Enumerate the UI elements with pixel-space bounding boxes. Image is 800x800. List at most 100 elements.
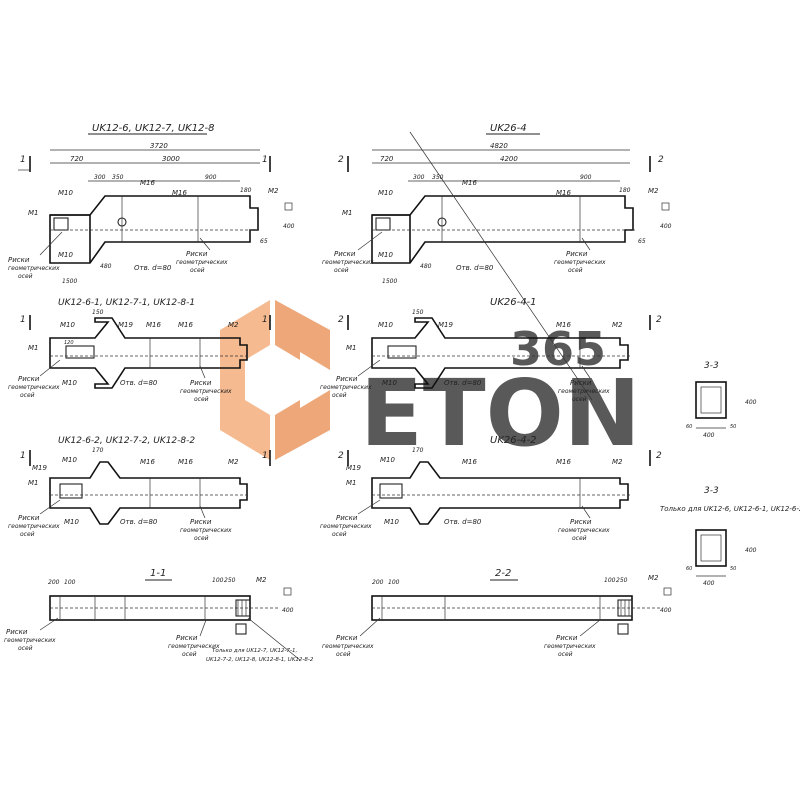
lbl-riski-11: Риски [6,628,28,636]
title-uk12-6: UK12-6, UK12-7, UK12-8 [92,123,214,134]
dim-3000: 3000 [162,155,180,163]
mark-2-a: 2 [338,315,344,325]
dim-720: 720 [70,155,84,163]
mark-1-c: 1 [20,451,26,461]
lbl-m2-22: M2 [648,574,659,582]
label-m10-top-r: M10 [378,189,393,197]
dim-200-22: 200 [372,579,384,586]
lbl-m16-d: M16 [178,321,193,329]
label-riski-2: Риски [186,250,208,258]
view-uk26-4: UK26-4 4820 720 4200 300 350 900 180 2 2… [322,123,672,401]
label-osei-r2: осей [568,267,583,274]
dim-50-33b: 50 [730,566,736,572]
view-uk26-4-1: UK26-4-1 2 2 M10 150 M19 M16 M2 M1 M10 О… [320,297,662,403]
lbl-riski-11b: Риски [176,634,198,642]
lbl-geom-d: геометрических [8,523,60,530]
label-m16-r-b: M16 [556,189,571,197]
section-mark-1-left: 1 [20,155,26,165]
dim-400-r: 400 [660,223,672,230]
note-only-uk12-6: Только для UK12-6, UK12-6-1, UK12-6-2 [660,505,800,513]
lbl-m1-r-d: M1 [346,479,357,487]
section-mark-2-left: 2 [338,155,344,165]
lbl-riski-c: Риски [18,375,40,383]
title-uk26-4-1: UK26-4-1 [490,297,537,308]
dim-250-11: 250 [224,577,236,584]
title-3-3-a: 3-3 [704,361,719,371]
leader-lines [39,231,601,637]
dim-4200: 4200 [500,155,518,163]
title-uk12-6-1: UK12-6-1, UK12-7-1, UK12-8-1 [58,298,195,308]
label-riski-r: Риски [334,250,356,258]
dim-400-33a: 400 [703,432,715,439]
lbl-osei-22b: осей [558,651,573,658]
dim-480-r: 480 [420,263,432,270]
lbl-m10-r-d: M10 [380,456,395,464]
lbl-osei-r-c: осей [332,392,347,399]
dim-400: 400 [283,223,295,230]
lbl-geom-22b: геометрических [544,643,596,650]
dim-400-33b-v: 400 [745,547,757,554]
title-1-1: 1-1 [150,568,166,579]
dim-900: 900 [205,174,217,181]
lbl-osei-r-c2: осей [572,396,587,403]
watermark-sub: 365 [510,322,606,376]
lbl-m19-r-a: M19 [438,321,453,329]
label-hole: Отв. d=80 [134,264,172,272]
lbl-geom-11b: геометрических [168,643,220,650]
dim-350-r: 350 [432,174,444,181]
lbl-m1-c: M1 [28,344,39,352]
dim-300-r: 300 [413,174,425,181]
lbl-m1-d: M1 [28,479,39,487]
dim-400-11: 400 [282,607,294,614]
lbl-riski-r-d2: Риски [570,518,592,526]
label-riski: Риски [8,256,30,264]
dim-100-11: 100 [64,579,76,586]
lbl-osei-r-d2: осей [572,535,587,542]
lbl-m10-a: M10 [60,321,75,329]
lbl-m16-r-f: M16 [556,458,571,466]
note-only-uk12-7-a: Только для UK12-7, UK12-7-1, [212,648,298,654]
note-only-uk12-7-b: UK12-7-2, UK12-8, UK12-8-1, UK12-8-2 [206,657,314,663]
watermark: ETON 365 [220,300,641,467]
label-m16-b: M16 [172,189,187,197]
lbl-m1-r-c: M1 [346,344,357,352]
label-riski-r2: Риски [566,250,588,258]
lbl-m16-c: M16 [146,321,161,329]
dim-1500-r: 1500 [382,278,397,285]
lbl-riski-22: Риски [336,634,358,642]
mark-1-a: 1 [20,315,26,325]
section-mark-2-right: 2 [658,155,664,165]
lbl-m2-r-d: M2 [612,458,623,466]
mark-1-b: 1 [262,315,268,325]
label-m10-top: M10 [58,189,73,197]
dim-120-c: 120 [64,340,74,346]
dim-170: 170 [92,447,104,454]
lbl-osei-22: осей [336,651,351,658]
section-3-3-b: 3-3 Только для UK12-6, UK12-6-1, UK12-6-… [660,486,800,587]
section-1-1: 1-1 200 100 100 250 M2 400 Риски геометр… [4,568,314,663]
dim-400-33b: 400 [703,580,715,587]
section-2-2: 2-2 200 100 100 250 M2 400 Риски геометр… [322,568,672,658]
lbl-osei-c: осей [20,392,35,399]
lbl-hole-r-c: Отв. d=80 [444,379,482,387]
lbl-hole-r-d: Отв. d=80 [444,518,482,526]
dim-100-22: 100 [388,579,400,586]
label-hole-r: Отв. d=80 [456,264,494,272]
label-geom: геометрических [8,265,60,272]
lbl-m19-a: M19 [118,321,133,329]
title-uk26-4: UK26-4 [490,123,527,134]
title-3-3-b: 3-3 [704,486,719,496]
dim-250-22: 250 [616,577,628,584]
dim-60-33b: 60 [686,566,692,572]
lbl-m16-r-e: M16 [462,458,477,466]
dim-65: 65 [260,238,268,245]
dim-3720: 3720 [150,142,168,150]
lbl-m10-r-a: M10 [378,321,393,329]
dim-150-r: 150 [412,309,424,316]
dim-400-22: 400 [660,607,672,614]
lbl-m2-r-c: M2 [612,321,623,329]
label-m10-bottom-r: M10 [378,251,393,259]
lbl-riski-r-c2: Риски [570,379,592,387]
dim-400-33a-v: 400 [745,399,757,406]
